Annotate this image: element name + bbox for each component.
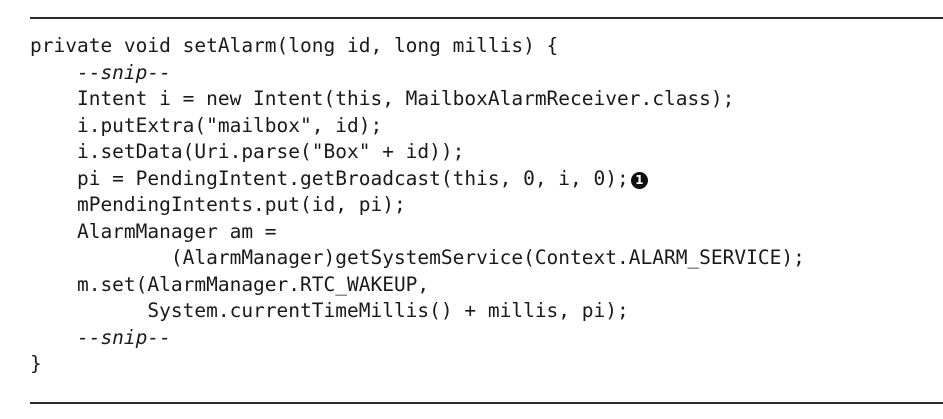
code-line-7: mPendingIntents.put(id, pi); (30, 193, 406, 216)
code-line-2-snip: --snip-- (30, 60, 171, 84)
code-line-12-snip: --snip-- (30, 325, 171, 349)
code-line-6: pi = PendingIntent.getBroadcast(this, 0,… (30, 166, 805, 193)
code-line-4: i.putExtra("mailbox", id); (30, 113, 383, 137)
callout-marker: 1 (630, 171, 648, 189)
code-line-9: (AlarmManager)getSystemService(Context.A… (30, 246, 805, 269)
code-line-11: System.currentTimeMillis() + millis, pi)… (30, 299, 629, 322)
top-rule (30, 17, 943, 19)
bottom-rule (30, 402, 943, 404)
code-line-1: private void setAlarm(long id, long mill… (30, 34, 559, 57)
code-block: private void setAlarm(long id, long mill… (30, 33, 805, 378)
code-line-13: } (30, 352, 42, 375)
code-line-8: AlarmManager am = (30, 219, 277, 243)
code-line-10: m.set(AlarmManager.RTC_WAKEUP, (30, 272, 430, 296)
code-listing: private void setAlarm(long id, long mill… (30, 17, 943, 404)
code-line-5: i.setData(Uri.parse("Box" + id)); (30, 140, 465, 163)
code-line-6-text: pi = PendingIntent.getBroadcast(this, 0,… (30, 166, 629, 190)
code-line-3: Intent i = new Intent(this, MailboxAlarm… (30, 87, 735, 110)
